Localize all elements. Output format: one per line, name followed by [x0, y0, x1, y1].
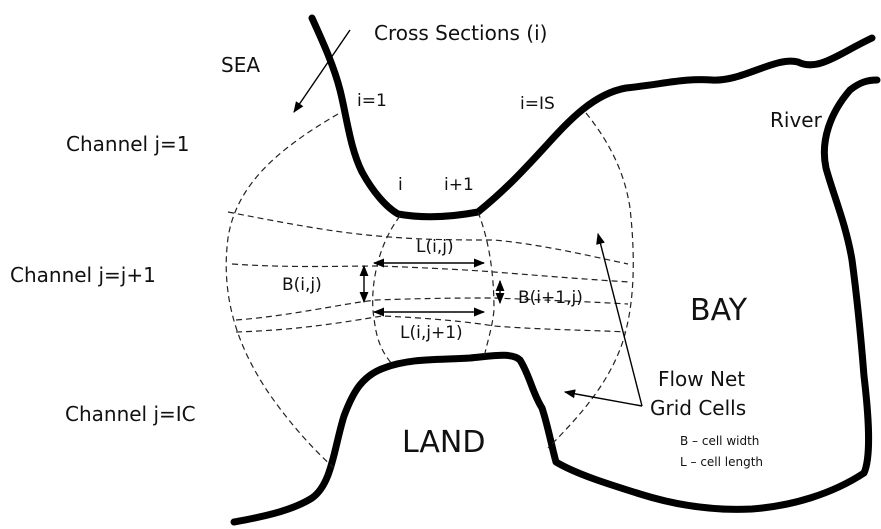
cross-section-i-label: i — [398, 175, 403, 195]
length-lij-label: L(i,j) — [416, 237, 454, 257]
cross-section-i-plus-1-label: i+1 — [444, 175, 474, 195]
grid-cells-label: Grid Cells — [650, 396, 746, 420]
cross-sections-pointer-arrow — [293, 29, 351, 113]
legend-cell-width: B – cell width — [680, 434, 759, 448]
flow-net-label: Flow Net — [658, 367, 745, 391]
cross-section-is — [547, 112, 634, 449]
i-last-label: i=IS — [520, 94, 555, 114]
channel-boundary-upper — [227, 211, 629, 265]
grid-cells-pointer-arrow-lower — [563, 389, 643, 407]
channel-boundary-lower — [235, 315, 627, 333]
cross-section-i1 — [225, 113, 339, 469]
land-label: LAND — [402, 425, 485, 460]
channel-boundary-middle-upper — [231, 263, 631, 283]
cross-section-i-plus-1 — [477, 211, 495, 359]
width-bi1j-label: B(i+1,j) — [518, 288, 583, 308]
cross-sections-label: Cross Sections (i) — [374, 21, 547, 45]
grid-cells-pointer-arrow-upper — [596, 232, 643, 407]
upper-coastline — [308, 14, 876, 221]
bay-label: BAY — [690, 293, 748, 328]
length-lij1-label: L(i,j+1) — [400, 323, 463, 343]
channel-boundary-middle-lower — [235, 297, 629, 321]
channel-last-label: Channel j=IC — [65, 402, 196, 426]
lower-coastline — [230, 76, 881, 526]
width-bij-label: B(i,j) — [282, 275, 322, 295]
legend-cell-length: L – cell length — [680, 455, 763, 469]
channel-next-label: Channel j=j+1 — [10, 263, 156, 287]
channel-first-label: Channel j=1 — [66, 132, 190, 156]
i-first-label: i=1 — [357, 91, 387, 111]
sea-label: SEA — [221, 53, 260, 77]
river-label: River — [770, 108, 823, 132]
cross-section-i — [372, 215, 401, 365]
